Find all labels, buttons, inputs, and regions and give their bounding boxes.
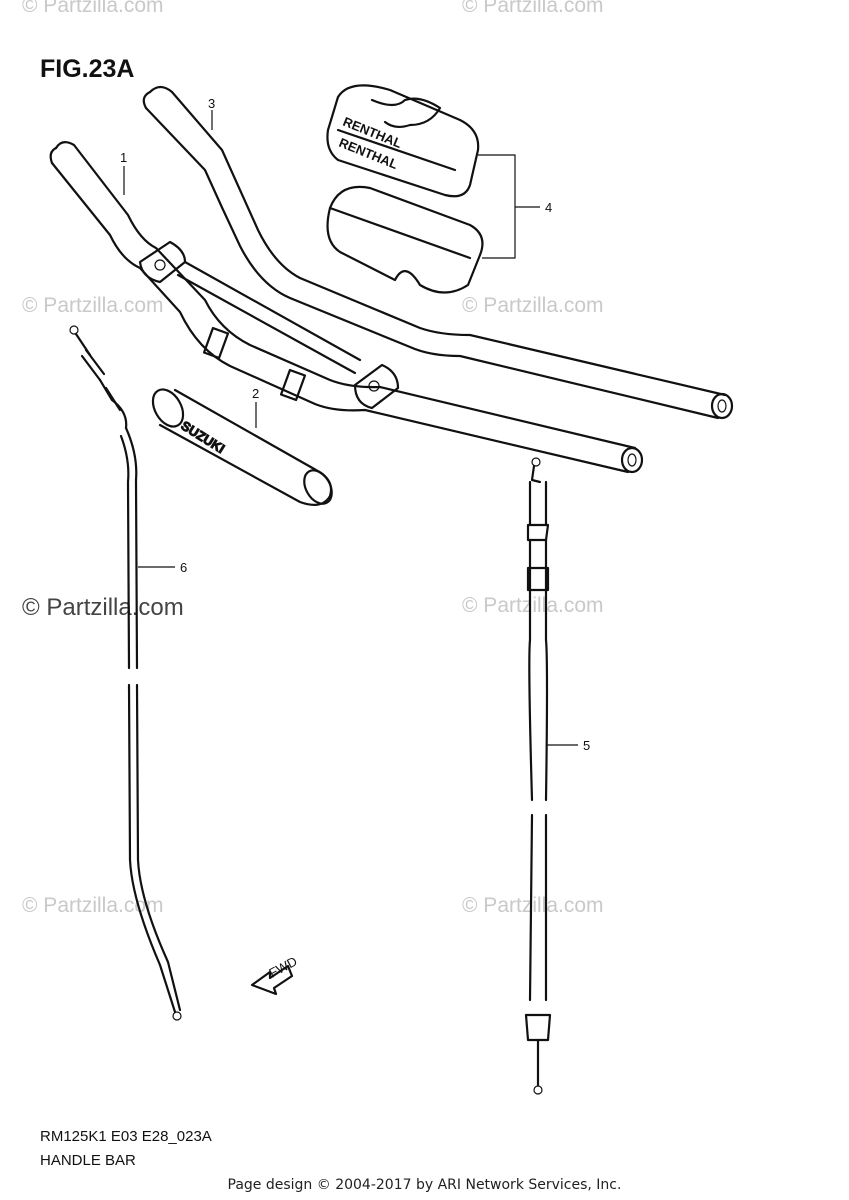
forward-arrow: FWD (250, 954, 300, 996)
watermark: © Partzilla.com (22, 594, 184, 621)
watermark: © Partzilla.com (22, 294, 164, 317)
watermark: © Partzilla.com (462, 894, 604, 917)
clamp-pad-4: RENTHAL RENTHAL (326, 84, 484, 294)
cable-5 (524, 457, 552, 1095)
part-number-3: 3 (208, 96, 215, 111)
watermark: © Partzilla.com (22, 0, 164, 17)
pad-brand-text: SUZUKI (178, 418, 227, 456)
part-number-4: 4 (545, 200, 552, 215)
part-number-6: 6 (180, 560, 187, 575)
part-number-1: 1 (120, 150, 127, 165)
page-footer: Page design © 2004-2017 by ARI Network S… (227, 1177, 622, 1193)
handlebar-1 (49, 141, 644, 474)
watermark: © Partzilla.com (462, 294, 604, 317)
part-number-2: 2 (252, 386, 259, 401)
cable-6 (69, 325, 182, 1021)
callouts: 1 2 3 4 5 6 (120, 96, 590, 753)
handlebar-3 (142, 85, 734, 420)
watermark: © Partzilla.com (462, 594, 604, 617)
part-number-5: 5 (583, 738, 590, 753)
forward-arrow-label: FWD (266, 954, 299, 981)
watermark: © Partzilla.com (22, 894, 164, 917)
watermark: © Partzilla.com (462, 0, 604, 17)
diagram-name: HANDLE BAR (40, 1152, 136, 1169)
figure-title: FIG.23A (40, 55, 135, 83)
diagram-code: RM125K1 E03 E28_023A (40, 1128, 212, 1145)
bar-pad-2: SUZUKI (151, 388, 333, 507)
